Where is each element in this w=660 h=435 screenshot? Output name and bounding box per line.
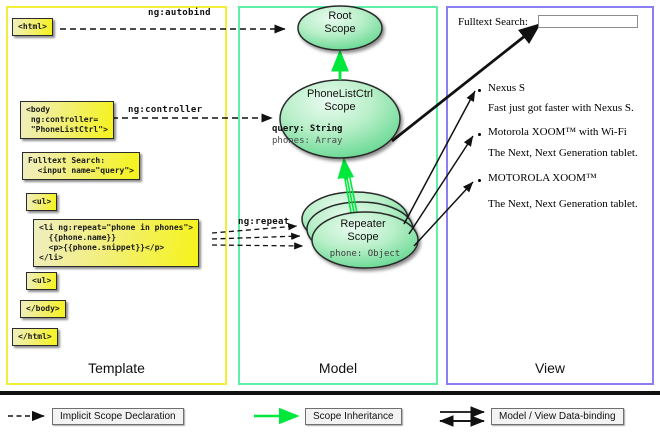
list-bullet xyxy=(478,179,481,182)
code-box-html-open[interactable]: <html> xyxy=(12,18,53,36)
list-item-name: Nexus S xyxy=(488,82,525,94)
list-item-snippet: The Next, Next Generation tablet. xyxy=(488,198,638,210)
legend-model-view-data-binding: Model / View Data-binding xyxy=(491,408,624,425)
legend-scope-inheritance: Scope Inheritance xyxy=(305,408,402,425)
label-ng-repeat: ng:repeat xyxy=(238,217,290,227)
code-box-body-open[interactable]: <body ng:controller= "PhoneListCtrl"> xyxy=(20,101,114,139)
column-model xyxy=(238,6,438,385)
list-bullet xyxy=(478,89,481,92)
code-box-li-repeat[interactable]: <li ng:repeat="phone in phones"> {{phone… xyxy=(33,219,200,267)
column-view xyxy=(446,6,654,385)
label-ng-autobind: ng:autobind xyxy=(148,8,211,18)
list-item-name: Motorola XOOM™ with Wi-Fi xyxy=(488,126,627,138)
code-box-body-close[interactable]: </body> xyxy=(20,300,66,318)
column-title-model: Model xyxy=(318,360,358,376)
list-item-name: MOTOROLA XOOM™ xyxy=(488,172,597,184)
list-item-snippet: The Next, Next Generation tablet. xyxy=(488,147,638,159)
legend-implicit-scope-declaration: Implicit Scope Declaration xyxy=(52,408,184,425)
label-ng-controller: ng:controller xyxy=(128,105,203,115)
list-item-snippet: Fast just got faster with Nexus S. xyxy=(488,102,634,114)
legend-glyph-double xyxy=(439,406,485,427)
list-bullet xyxy=(478,133,481,136)
code-box-search[interactable]: Fulltext Search: <input name="query"> xyxy=(22,152,140,180)
code-box-ul-close[interactable]: <ul> xyxy=(26,272,58,290)
fulltext-search-input[interactable] xyxy=(538,15,638,28)
column-title-template: Template xyxy=(88,360,145,376)
legend-divider xyxy=(0,391,660,395)
fulltext-search-label: Fulltext Search: xyxy=(458,16,528,28)
column-title-view: View xyxy=(534,360,566,376)
code-box-ul-open[interactable]: <ul> xyxy=(26,193,58,211)
code-box-html-close[interactable]: </html> xyxy=(12,328,58,346)
